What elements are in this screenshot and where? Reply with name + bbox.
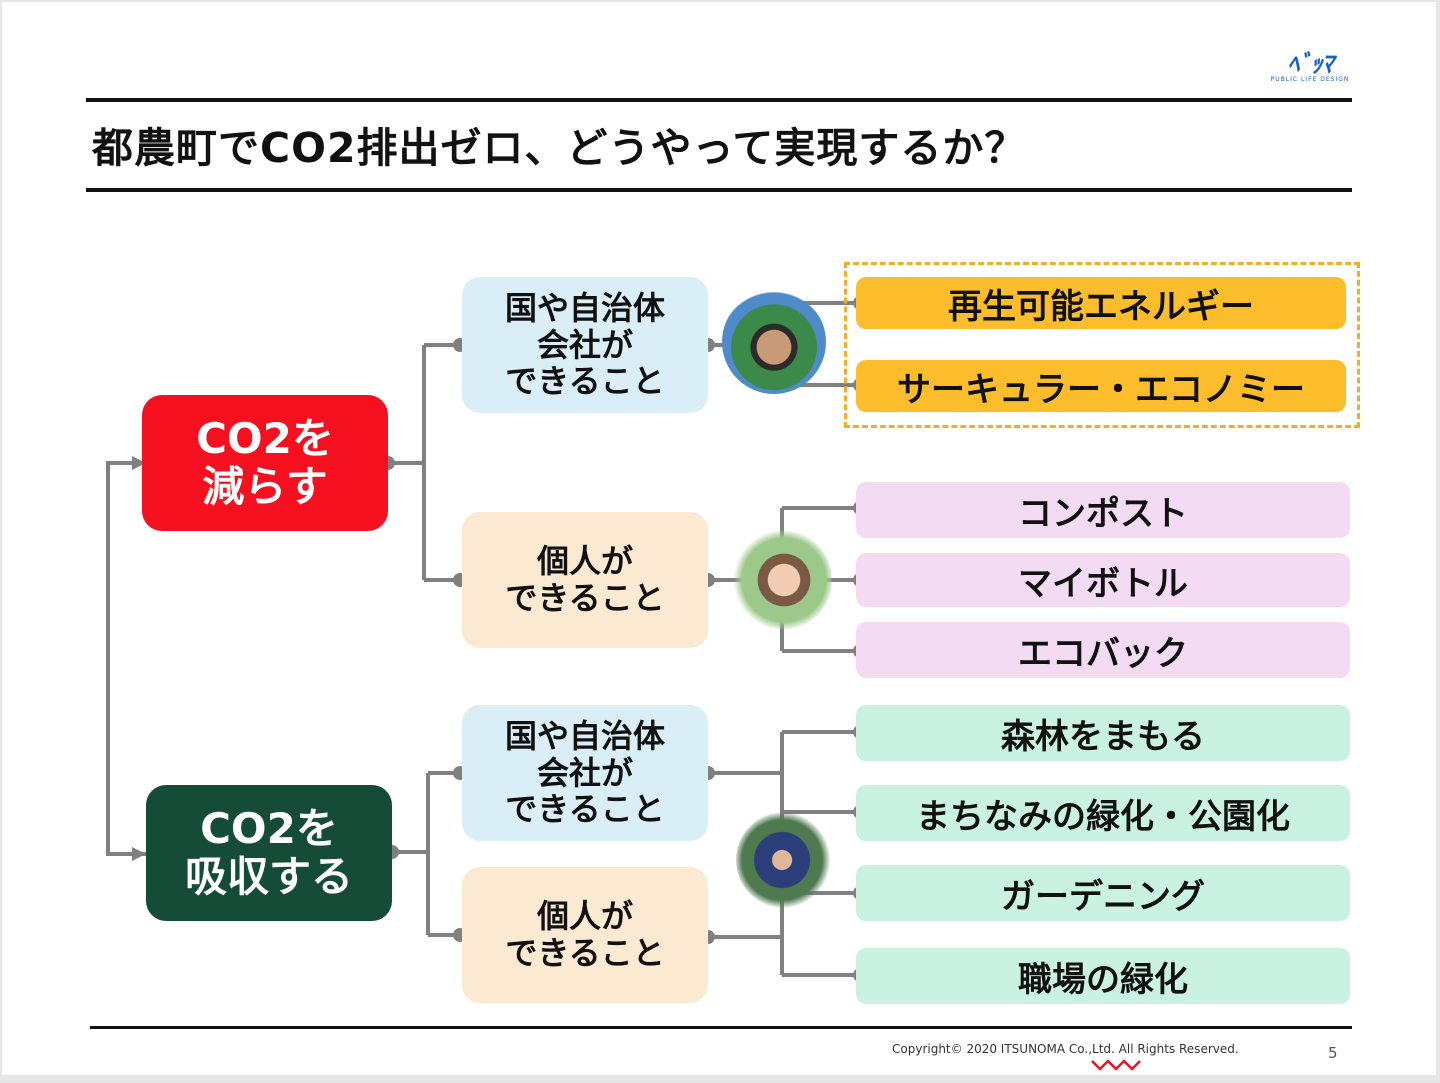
company-logo: ﾍﾞｯﾏ PUBLIC LIFE DESIGN xyxy=(1268,52,1352,88)
highlight-dashed-frame xyxy=(844,262,1360,428)
leaf-my-bottle: マイボトル xyxy=(856,553,1350,607)
person-avatar-photo xyxy=(722,290,826,394)
branch-label-line1: 個人が xyxy=(536,897,633,936)
leaf-renewable-energy: 再生可能エネルギー xyxy=(856,277,1346,329)
leaf-compost: コンポスト xyxy=(856,482,1350,538)
root-node-reduce: CO2を減らす xyxy=(142,395,388,531)
person-avatar-photo xyxy=(732,530,832,630)
root-node-absorb: CO2を吸収する xyxy=(146,785,392,921)
branch-node-individual-absorb: 個人ができること xyxy=(462,867,708,1003)
leaf-gardening: ガーデニング xyxy=(856,865,1350,921)
slide-title: 都農町でCO2排出ゼロ、どうやって実現するか？ xyxy=(92,124,1027,172)
footer-rule xyxy=(90,1026,1352,1029)
leaf-eco-bag: エコバック xyxy=(856,622,1350,678)
root-label-line1: CO2を xyxy=(200,803,338,853)
person-avatar-photo xyxy=(736,812,832,908)
leaf-protect-forest: 森林をまもる xyxy=(856,705,1350,761)
arrow-head xyxy=(132,847,146,861)
branch-node-individual-reduce: 個人ができること xyxy=(462,512,708,648)
branch-label-line3: できること xyxy=(505,790,665,829)
title-bottom-rule xyxy=(86,188,1352,192)
branch-node-org-absorb: 国や自治体会社ができること xyxy=(462,705,708,841)
branch-label-line1: 国や自治体 xyxy=(504,716,665,755)
branch-label-line2: 会社が xyxy=(536,325,633,364)
root-label-line2: 吸収する xyxy=(184,852,353,901)
title-top-rule xyxy=(86,98,1352,102)
branch-label-line2: 会社が xyxy=(536,753,633,792)
copyright-text: Copyright© 2020 ITSUNOMA Co.,Ltd. All Ri… xyxy=(892,1042,1239,1056)
logo-mark: ﾍﾞｯﾏ xyxy=(1287,50,1334,78)
logo-tagline: PUBLIC LIFE DESIGN xyxy=(1270,76,1350,83)
loop-connector xyxy=(106,461,146,856)
branch-label-line3: できること xyxy=(505,362,665,401)
root2-connector xyxy=(392,771,460,937)
branch-label-line1: 個人が xyxy=(536,542,633,581)
root-label-line2: 減らす xyxy=(202,462,328,511)
branch-label-line1: 国や自治体 xyxy=(504,288,665,327)
spellcheck-squiggle-icon xyxy=(1091,1059,1141,1071)
branch-node-org-reduce: 国や自治体会社ができること xyxy=(462,277,708,413)
root1-connector xyxy=(388,343,460,582)
branch-label-line2: できること xyxy=(505,934,665,972)
arrow-head xyxy=(132,456,146,470)
leaf-circular-economy: サーキュラー・エコノミー xyxy=(856,360,1346,412)
leaf-town-greening: まちなみの緑化・公園化 xyxy=(856,785,1350,841)
branch-label-line2: できること xyxy=(505,579,665,617)
page-number: 5 xyxy=(1328,1044,1338,1062)
leaf-workplace-greening: 職場の緑化 xyxy=(856,948,1350,1004)
root-label-line1: CO2を xyxy=(196,413,334,463)
